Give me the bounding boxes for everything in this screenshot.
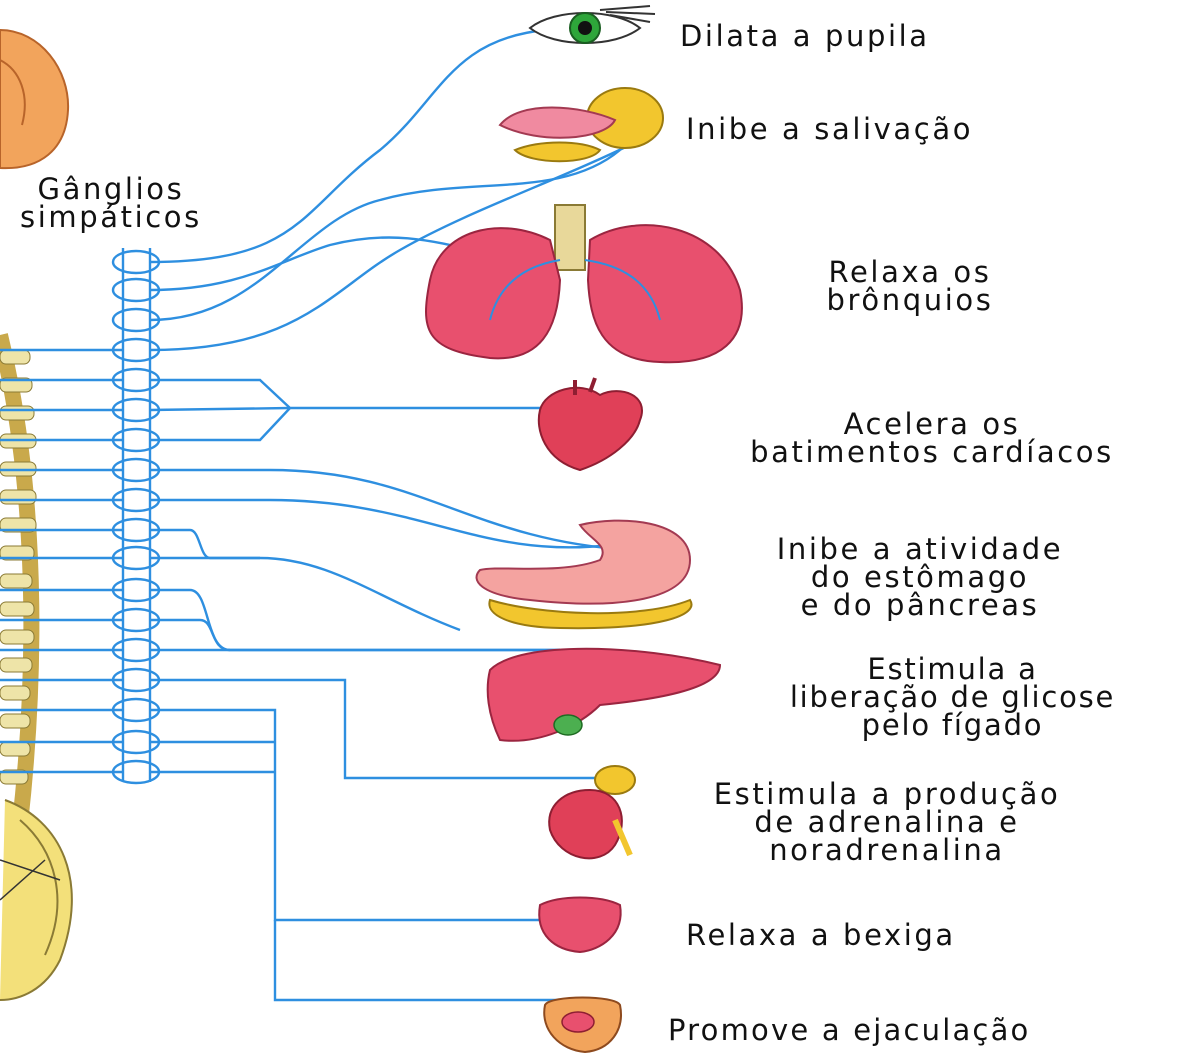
spinal-column-illustration	[0, 335, 72, 1000]
label-relax-bronchi: Relaxa os brônquios	[780, 258, 1040, 314]
label-line: Estimula a	[725, 655, 1180, 683]
label-line: pelo fígado	[725, 711, 1180, 739]
label-line: Promove a ejaculação	[668, 1016, 1031, 1044]
salivary-glands-illustration	[500, 88, 663, 161]
label-accelerate-heartbeat: Acelera os batimentos cardíacos	[687, 410, 1177, 466]
label-line: Inibe a salivação	[686, 115, 973, 143]
reproductive-organs-illustration	[544, 998, 621, 1053]
label-line: de adrenalina e	[662, 808, 1112, 836]
brain-illustration	[0, 30, 68, 168]
label-line: Relaxa os	[780, 258, 1040, 286]
bladder-illustration	[539, 898, 620, 953]
heart-illustration	[539, 378, 642, 470]
ganglia-label-line-1: Gânglios	[20, 175, 202, 203]
label-line: do estômago	[720, 563, 1120, 591]
ganglia-label: Gânglios simpáticos	[20, 175, 202, 231]
label-line: batimentos cardíacos	[687, 438, 1177, 466]
label-line: liberação de glicose	[725, 683, 1180, 711]
adrenal-kidney-illustration	[549, 766, 635, 858]
eye-illustration	[530, 6, 655, 43]
label-line: noradrenalina	[662, 836, 1112, 864]
label-line: Relaxa a bexiga	[686, 921, 956, 949]
label-promote-ejaculation: Promove a ejaculação	[668, 1016, 1031, 1044]
label-line: Acelera os	[687, 410, 1177, 438]
ganglia-label-line-2: simpáticos	[20, 203, 202, 231]
label-glucose-release: Estimula a liberação de glicose pelo fíg…	[725, 655, 1180, 739]
liver-illustration	[488, 649, 720, 741]
ganglia-chain	[113, 248, 159, 783]
label-line: Estimula a produção	[662, 780, 1112, 808]
stomach-pancreas-illustration	[477, 521, 692, 629]
label-adrenaline-production: Estimula a produção de adrenalina e nora…	[662, 780, 1112, 864]
label-inhibit-salivation: Inibe a salivação	[686, 115, 973, 143]
label-dilate-pupil: Dilata a pupila	[680, 22, 930, 50]
label-inhibit-stomach-pancreas: Inibe a atividade do estômago e do pâncr…	[720, 535, 1120, 619]
label-line: e do pâncreas	[720, 591, 1120, 619]
label-line: Inibe a atividade	[720, 535, 1120, 563]
label-line: brônquios	[780, 286, 1040, 314]
lungs-illustration	[426, 205, 742, 362]
label-relax-bladder: Relaxa a bexiga	[686, 921, 956, 949]
label-line: Dilata a pupila	[680, 22, 930, 50]
